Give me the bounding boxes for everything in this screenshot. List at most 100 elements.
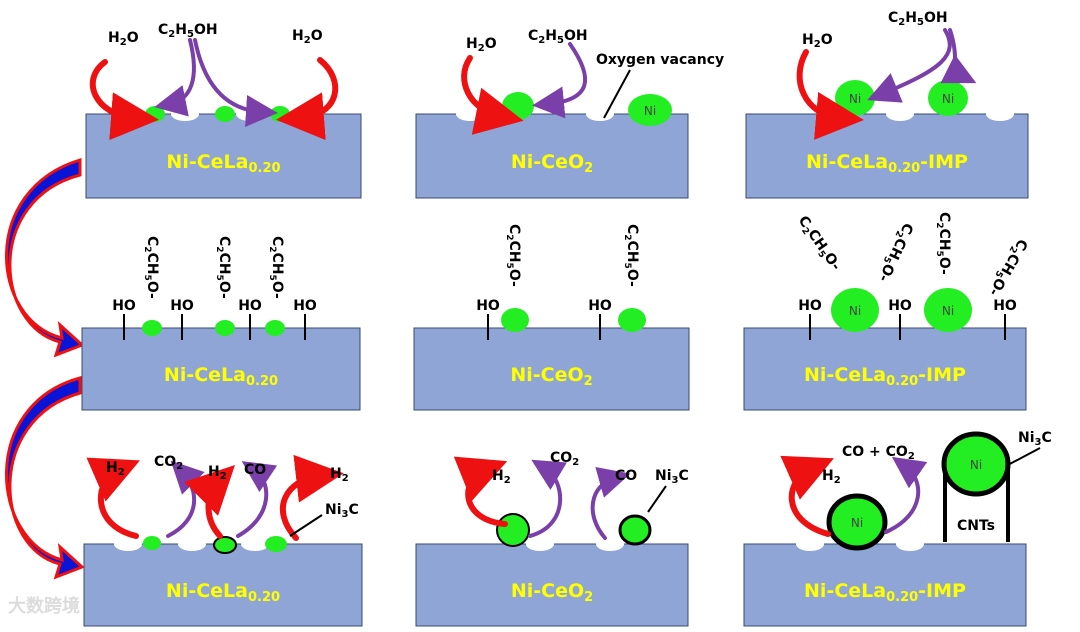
ethoxy-label: C2CH5O-: [267, 236, 285, 299]
label-part: O-: [875, 261, 897, 284]
label-part: 2: [504, 234, 514, 240]
label-part: H: [822, 468, 834, 484]
oxygen-vacancy-pit: [178, 537, 206, 551]
label-part: Ni: [644, 104, 656, 118]
label-part: CH: [506, 241, 522, 263]
oxygen-vacancy-pit: [596, 537, 624, 551]
ethoxy-label: C2CH5O-: [504, 224, 522, 287]
label-part: CO: [550, 450, 572, 466]
support-label: Ni-CeLa0.20: [164, 364, 278, 389]
ni-label: Ni: [849, 304, 861, 318]
support-slab: [415, 543, 689, 627]
label-part: 5: [992, 268, 1004, 278]
label-part: 2: [898, 17, 905, 28]
label-part: C: [528, 28, 538, 44]
label-part: 0.20: [886, 374, 918, 389]
h2o-label: H2O: [802, 32, 833, 50]
hydroxyl-label: HO: [888, 298, 912, 314]
ni-particle: [618, 308, 646, 332]
label-part: 2: [622, 234, 632, 240]
h2-label: H2: [492, 468, 511, 486]
step-arrow-2: [5, 376, 85, 580]
ni3c-label: Ni3C: [1018, 430, 1052, 448]
oxygen-vacancy-pit: [241, 537, 269, 551]
h2o-arrow: [461, 55, 524, 135]
ni-particle: [924, 288, 972, 332]
h2o-label: H2O: [108, 30, 139, 48]
label-part: Ni: [851, 516, 863, 530]
ni-particle: [215, 320, 235, 336]
label-part: OH: [194, 22, 218, 38]
support-label: Ni-CeO2: [511, 580, 593, 605]
label-part: Ni: [942, 92, 954, 106]
ni-label: Ni: [970, 458, 982, 472]
ethanol-arrow: [940, 28, 977, 84]
label-part: 2: [120, 37, 127, 48]
support-slab: [415, 113, 689, 199]
co-co2-arrow: [884, 456, 928, 534]
label-part: C: [1041, 430, 1051, 446]
label-part: O: [127, 30, 139, 46]
oxygen-vacancy-pit: [886, 107, 914, 121]
ni-particle: [502, 92, 534, 120]
support-slab: [81, 327, 361, 411]
label-part: 5: [214, 275, 224, 281]
h2o-label: H2O: [292, 28, 323, 46]
pointer-line: [1005, 447, 1041, 467]
label-part: 2: [342, 473, 349, 484]
ni-label: Ni: [644, 104, 656, 118]
h2-label: H2: [106, 460, 125, 478]
ni-particle: [265, 320, 285, 336]
ni3c-label: Ni3C: [325, 502, 359, 520]
pointer-line: [603, 69, 631, 119]
hydroxyl-label: HO: [238, 298, 262, 314]
ethoxy-label: C2CH5O-: [983, 235, 1030, 299]
ni3c-label: Ni3C: [655, 468, 689, 486]
pointer-line: [289, 514, 323, 537]
label-part: 2: [118, 467, 125, 478]
hydroxyl-label: HO: [170, 298, 194, 314]
label-part: 5: [504, 263, 514, 269]
hydroxyl-label: HO: [112, 298, 136, 314]
label-part: 2: [1007, 244, 1019, 254]
label-part: Ni-CeLa: [166, 151, 248, 173]
label-part: 3: [672, 475, 679, 486]
label-part: -IMP: [918, 580, 966, 602]
h2-label: H2: [822, 468, 841, 486]
label-part: HO: [798, 298, 822, 314]
label-part: Ni-CeLa: [804, 364, 886, 386]
label-part: 2: [908, 451, 915, 462]
label-part: Ni: [849, 304, 861, 318]
label-part: C: [158, 22, 168, 38]
label-part: 2: [799, 226, 811, 237]
h2o-arrow: [796, 49, 864, 140]
label-part: O: [311, 28, 323, 44]
ethoxy-label: C2CH5O-: [934, 212, 952, 275]
co2-arrow: [166, 460, 205, 538]
ni-particle: [265, 536, 287, 552]
label-part: CO: [244, 462, 266, 478]
label-part: CH: [269, 253, 285, 275]
label-part: 2: [214, 246, 224, 252]
label-part: 2: [572, 457, 579, 468]
ni-particle: [142, 320, 162, 336]
oxygen-vacancy-pit: [526, 537, 554, 551]
label-part: H: [292, 28, 304, 44]
co-arrow: [590, 466, 631, 540]
label-part: 2: [893, 229, 905, 239]
ni-label: Ni: [851, 516, 863, 530]
label-part: 3: [1035, 437, 1042, 448]
label-part: OH: [924, 10, 948, 26]
support-label: Ni-CeLa0.20-IMP: [806, 151, 968, 176]
label-part: 2: [584, 374, 593, 389]
label-part: H: [905, 10, 917, 26]
label-part: 5: [881, 254, 893, 264]
label-part: HO: [170, 298, 194, 314]
label-part: Ni-CeO: [510, 364, 583, 386]
ni-label: Ni: [849, 92, 861, 106]
ethanol-label: C2H5OH: [888, 10, 948, 28]
label-part: O: [485, 36, 497, 52]
label-part: -IMP: [920, 151, 968, 173]
